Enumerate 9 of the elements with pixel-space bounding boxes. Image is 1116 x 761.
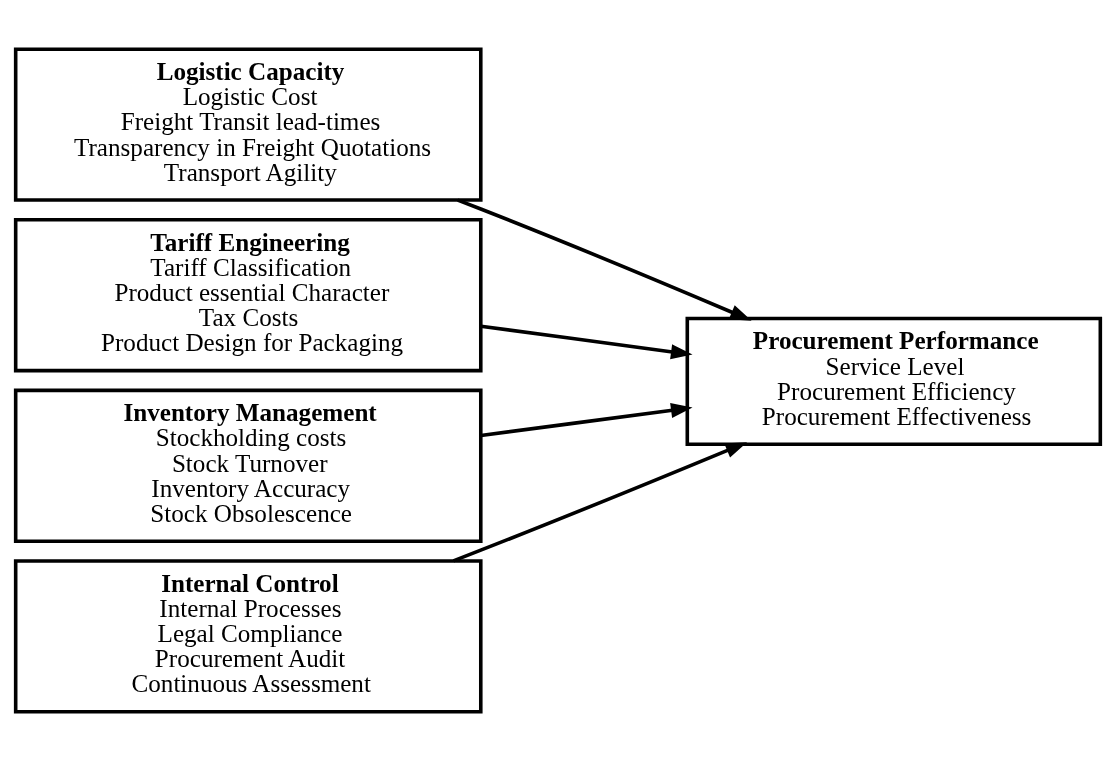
arrow (452, 442, 748, 563)
arrow (480, 324, 693, 360)
node-box: Internal Control Internal Processes Legal Compliance Procurement Audit Continuous Assessment (13, 559, 483, 714)
node-box: Logistic Capacity Logistic Cost Freight Transit lead-times Transparency in Freight Quotations Transport Agility (13, 47, 483, 202)
arrow (457, 198, 752, 321)
node-box: Procurement Performance Service Level Procurement Efficiency Procurement Effectiveness (685, 316, 1103, 447)
node-box: Inventory Management Stockholding costs Stock Turnover Inventory Accuracy Stock Obsolescence (13, 388, 483, 543)
arrow (480, 402, 693, 438)
node-box: Tariff Engineering Tariff Classification Product essential Character Tax Costs Product Design for Packaging (13, 218, 483, 373)
